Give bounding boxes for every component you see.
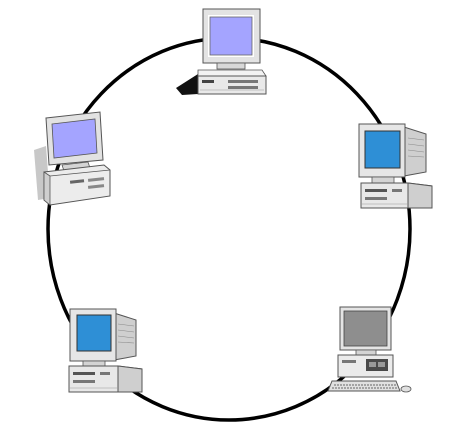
computer-top-icon [176, 8, 267, 95]
computer-left-icon [34, 111, 111, 206]
computer-right-icon [358, 123, 433, 209]
computer-bottom-left-icon [68, 308, 143, 393]
computer-bottom-right-icon [327, 306, 412, 393]
